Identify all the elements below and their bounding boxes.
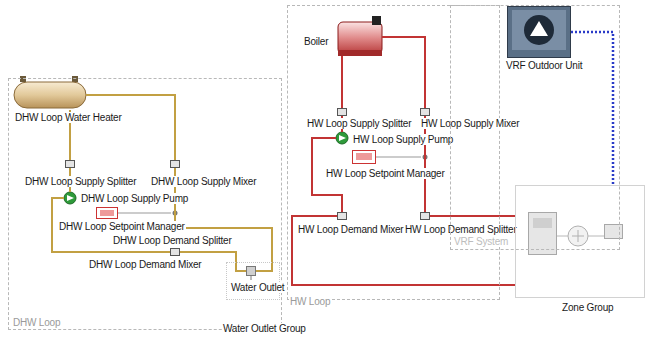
boiler-icon [338, 16, 382, 56]
vrf-outdoor-unit-icon [508, 7, 571, 58]
supply-mixer: HW Loop Supply Mixer [420, 108, 430, 116]
demand-mixer: DHW Loop Demand Mixer [170, 248, 180, 256]
water-outlet-icon [247, 267, 256, 281]
pump-icon [64, 132, 348, 204]
pipe-connector [341, 56, 343, 108]
supply-splitter: HW Loop Supply Splitter [337, 108, 347, 116]
node-label: HW Loop Demand Mixer [297, 224, 404, 235]
loop-region: DHW Loop DHW Loop Water HeaterDHW Loop Su… [8, 78, 282, 330]
pump: DHW Loop Supply Pump [64, 192, 76, 204]
setpoint-manager-icon [97, 151, 428, 219]
demand-splitter: DHW Loop Demand Splitter [170, 224, 180, 232]
node-label: DHW Loop Supply Pump [80, 193, 189, 204]
water-heater-icon [14, 76, 86, 108]
node-label: VRF System [453, 236, 509, 247]
demand-mixer: HW Loop Demand Mixer [337, 212, 347, 220]
pipe-connector [430, 215, 515, 217]
loop-region: HW LoopBoilerHW Loop Supply SplitterHW L… [287, 5, 500, 300]
node-label: HW Loop Setpoint Manager [325, 168, 446, 179]
node-label: DHW Loop Demand Splitter [112, 235, 233, 246]
pipe-connector [86, 95, 175, 160]
node-label: DHW Loop Demand Mixer [88, 259, 203, 270]
zone-group: Zone Group [515, 185, 645, 298]
node-label: VRF Outdoor Unit [505, 60, 583, 71]
setpoint-manager: HW Loop Setpoint Manager [352, 150, 376, 164]
node-label: HW Loop Supply Mixer [420, 118, 520, 129]
node-label: Water Outlet [230, 282, 285, 293]
pump: HW Loop Supply Pump [336, 132, 348, 144]
demand-splitter: HW Loop Demand Splitter [420, 212, 430, 220]
node-label: DHW Loop Supply Splitter [24, 176, 137, 187]
refrigerant-line [571, 32, 613, 185]
setpoint-manager: DHW Loop Setpoint Manager [96, 207, 118, 219]
zone-equipment-icon [529, 213, 623, 255]
node-label: HW Loop Supply Pump [352, 134, 454, 145]
vrf-system-region: VRF System VRF Outdoor Unit [450, 5, 620, 250]
node-label: HW Loop [289, 296, 331, 307]
water-outlet: Water Outlet [246, 266, 256, 276]
boiler: Boiler [336, 18, 382, 56]
node-label: HW Loop Demand Splitter [404, 224, 518, 235]
node-label: DHW Loop [12, 317, 61, 328]
pipe-connector [424, 116, 426, 212]
node-label: Boiler [303, 36, 329, 47]
node-label: Water Outlet Group [222, 323, 307, 334]
water-heater: DHW Loop Water Heater [14, 80, 86, 110]
node-label: HW Loop Supply Splitter [306, 118, 412, 129]
vrf-outdoor-unit: VRF Outdoor Unit [507, 6, 571, 58]
node-label: DHW Loop Water Heater [14, 112, 123, 123]
node-label: DHW Loop Supply Mixer [150, 176, 257, 187]
water-outlet-group: Water Outlet GroupWater Outlet [226, 262, 280, 300]
supply-splitter: DHW Loop Supply Splitter [65, 160, 75, 168]
supply-mixer: DHW Loop Supply Mixer [170, 160, 180, 168]
node-label: Zone Group [561, 302, 614, 313]
pipe-connector [382, 37, 425, 108]
node-label: DHW Loop Setpoint Manager [58, 221, 186, 232]
